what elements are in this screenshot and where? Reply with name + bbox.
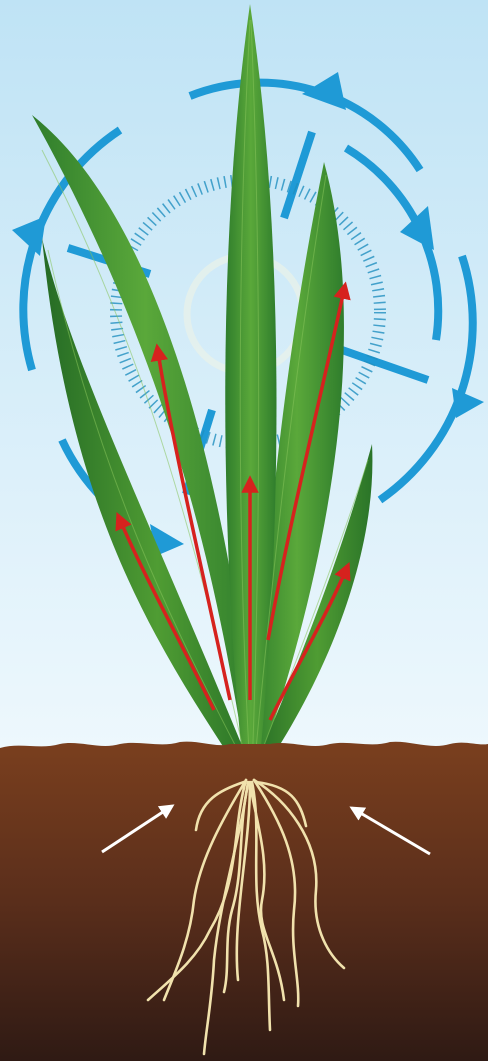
plant-growth-illustration (0, 0, 488, 1061)
illustration-canvas (0, 0, 488, 1061)
